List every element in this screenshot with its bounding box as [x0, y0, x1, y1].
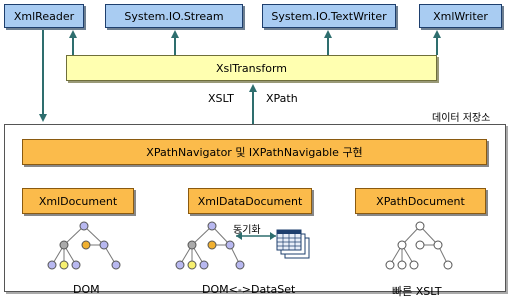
xpathnavigator-label: XPathNavigator 및 IXPathNavigable 구현 [146, 146, 363, 159]
caption-dom-dataset: DOM<->DataSet [202, 283, 296, 296]
xpath-tree-icon [385, 221, 453, 270]
system-io-stream-box: System.IO.Stream [105, 4, 243, 28]
xsltransform-box: XslTransform [66, 55, 437, 81]
xmldocument-label: XmlDocument [38, 194, 118, 208]
xmldatadocument-label: XmlDataDocument [197, 194, 303, 208]
xmlwriter-box: XmlWriter [419, 4, 502, 28]
xpathnavigator-box: XPathNavigator 및 IXPathNavigable 구현 [22, 139, 487, 165]
dataset-table-icon [276, 229, 310, 259]
xsltransform-label: XslTransform [215, 61, 288, 75]
xpathdocument-label: XPathDocument [376, 194, 465, 208]
system-io-stream-label: System.IO.Stream [124, 9, 224, 23]
caption-fast-xslt: 빠른 XSLT [392, 285, 442, 298]
xslt-label: XSLT [208, 92, 234, 105]
caption-dom: DOM [73, 283, 100, 296]
system-io-textwriter-box: System.IO.TextWriter [262, 4, 396, 28]
sync-double-arrow [236, 232, 276, 240]
dom-dataset-tree-icon [175, 221, 245, 270]
xpathdocument-box: XPathDocument [355, 188, 486, 214]
xmldocument-box: XmlDocument [22, 188, 134, 214]
xmlwriter-label: XmlWriter [433, 9, 488, 23]
xmldatadocument-box: XmlDataDocument [188, 188, 312, 214]
xpath-label: XPath [266, 92, 298, 105]
dom-tree-icon [47, 221, 121, 270]
xmlreader-label: XmlReader [13, 9, 75, 23]
sync-label: 동기화 [233, 225, 261, 236]
xmlreader-box: XmlReader [4, 4, 84, 28]
system-io-textwriter-label: System.IO.TextWriter [271, 9, 387, 23]
data-store-title: 데이터 저장소 [432, 113, 491, 124]
